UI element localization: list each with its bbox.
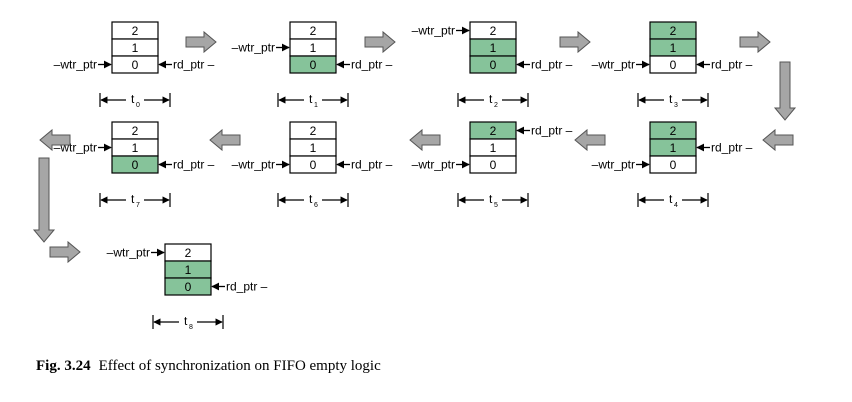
flow-arrow-right: [739, 30, 771, 54]
wtr-ptr-label: –wtr_ptr: [592, 58, 635, 72]
time-subscript: 5: [494, 202, 498, 209]
fifo-slot-label: 2: [310, 124, 317, 138]
fifo-slot-0: [649, 55, 697, 74]
time-label: t: [131, 192, 135, 206]
fifo-slot-label: 2: [185, 246, 192, 260]
fifo-slot-label: 0: [185, 280, 192, 294]
fifo-slot-label: 2: [490, 124, 497, 138]
fifo-slot-label: 2: [670, 24, 677, 38]
fifo-slot-label: 1: [490, 141, 497, 155]
rd-ptr-label: rd_ptr –: [351, 158, 393, 172]
time-label: t: [489, 92, 493, 106]
fifo-slot-label: 0: [670, 158, 677, 172]
fifo-slot-label: 0: [310, 58, 317, 72]
time-label: t: [309, 192, 313, 206]
fifo-slot-label: 1: [185, 263, 192, 277]
fifo-slot-0: [469, 155, 517, 174]
fifo-slot-label: 1: [670, 41, 677, 55]
flow-arrow-left: [39, 128, 71, 152]
time-subscript: 6: [314, 202, 318, 209]
fifo-slot-label: 2: [132, 124, 139, 138]
time-subscript: 1: [314, 102, 318, 109]
fifo-slot-label: 1: [670, 141, 677, 155]
flow-arrow-right: [49, 240, 81, 264]
time-subscript: 8: [189, 324, 193, 331]
rd-ptr-label: rd_ptr –: [226, 280, 268, 294]
caption-label: Fig. 3.24: [36, 358, 91, 374]
fifo-slot-0: [164, 277, 212, 296]
rd-ptr-label: rd_ptr –: [531, 58, 573, 72]
rd-ptr-label: rd_ptr –: [711, 141, 753, 155]
time-label: t: [131, 92, 135, 106]
flow-arrow-right: [185, 30, 217, 54]
rd-ptr-label: rd_ptr –: [531, 124, 573, 138]
fifo-slot-label: 2: [132, 24, 139, 38]
wtr-ptr-label: –wtr_ptr: [232, 41, 275, 55]
caption-text: Effect of synchronization on FIFO empty …: [98, 358, 381, 374]
fifo-slot-label: 0: [670, 58, 677, 72]
flow-arrow-left: [762, 128, 794, 152]
time-label: t: [309, 92, 313, 106]
flow-arrow-down: [32, 157, 56, 243]
fifo-slot-label: 1: [132, 141, 139, 155]
wtr-ptr-label: –wtr_ptr: [107, 246, 150, 260]
time-label: t: [184, 314, 188, 328]
wtr-ptr-label: –wtr_ptr: [54, 58, 97, 72]
fifo-slot-label: 1: [310, 41, 317, 55]
fifo-slot-label: 1: [490, 41, 497, 55]
fifo-slot-label: 0: [490, 58, 497, 72]
wtr-ptr-label: –wtr_ptr: [592, 158, 635, 172]
fifo-slot-label: 0: [132, 58, 139, 72]
flow-arrow-left: [574, 128, 606, 152]
time-subscript: 7: [136, 202, 140, 209]
wtr-ptr-label: –wtr_ptr: [232, 158, 275, 172]
rd-ptr-label: rd_ptr –: [351, 58, 393, 72]
fifo-slot-label: 2: [670, 124, 677, 138]
fifo-slot-label: 1: [132, 41, 139, 55]
time-subscript: 3: [674, 102, 678, 109]
flow-arrow-right: [559, 30, 591, 54]
fifo-slot-label: 0: [132, 158, 139, 172]
fifo-slot-label: 0: [490, 158, 497, 172]
fifo-slot-label: 0: [310, 158, 317, 172]
time-label: t: [669, 192, 673, 206]
flow-arrow-left: [409, 128, 441, 152]
fifo-slot-0: [469, 55, 517, 74]
figure-caption: Fig. 3.24 Effect of synchronization on FI…: [36, 358, 381, 375]
flow-arrow-left: [209, 128, 241, 152]
fifo-slot-0: [649, 155, 697, 174]
flow-arrow-down: [773, 61, 797, 121]
rd-ptr-label: rd_ptr –: [711, 58, 753, 72]
rd-ptr-label: rd_ptr –: [173, 158, 215, 172]
fifo-slot-0: [289, 55, 337, 74]
flow-arrow-right: [364, 30, 396, 54]
fifo-slot-0: [289, 155, 337, 174]
time-subscript: 4: [674, 202, 678, 209]
time-subscript: 2: [494, 102, 498, 109]
rd-ptr-label: rd_ptr –: [173, 58, 215, 72]
time-subscript: 0: [136, 102, 140, 109]
time-label: t: [669, 92, 673, 106]
fifo-slot-label: 2: [310, 24, 317, 38]
fifo-slot-0: [111, 55, 159, 74]
fifo-slot-label: 1: [310, 141, 317, 155]
fifo-slot-label: 2: [490, 24, 497, 38]
wtr-ptr-label: –wtr_ptr: [412, 158, 455, 172]
time-label: t: [489, 192, 493, 206]
fifo-slot-0: [111, 155, 159, 174]
wtr-ptr-label: –wtr_ptr: [412, 24, 455, 38]
